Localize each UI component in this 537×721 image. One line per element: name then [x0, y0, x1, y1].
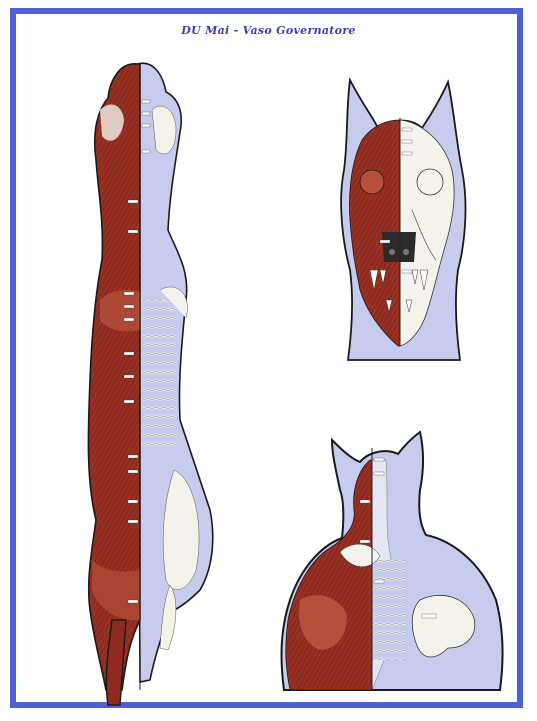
- full-body-figure: [88, 63, 212, 705]
- head-frontal-figure: [341, 80, 465, 360]
- nose: [382, 232, 416, 262]
- chest-muscle-half: [286, 460, 372, 690]
- head-chest-figure: [282, 432, 503, 690]
